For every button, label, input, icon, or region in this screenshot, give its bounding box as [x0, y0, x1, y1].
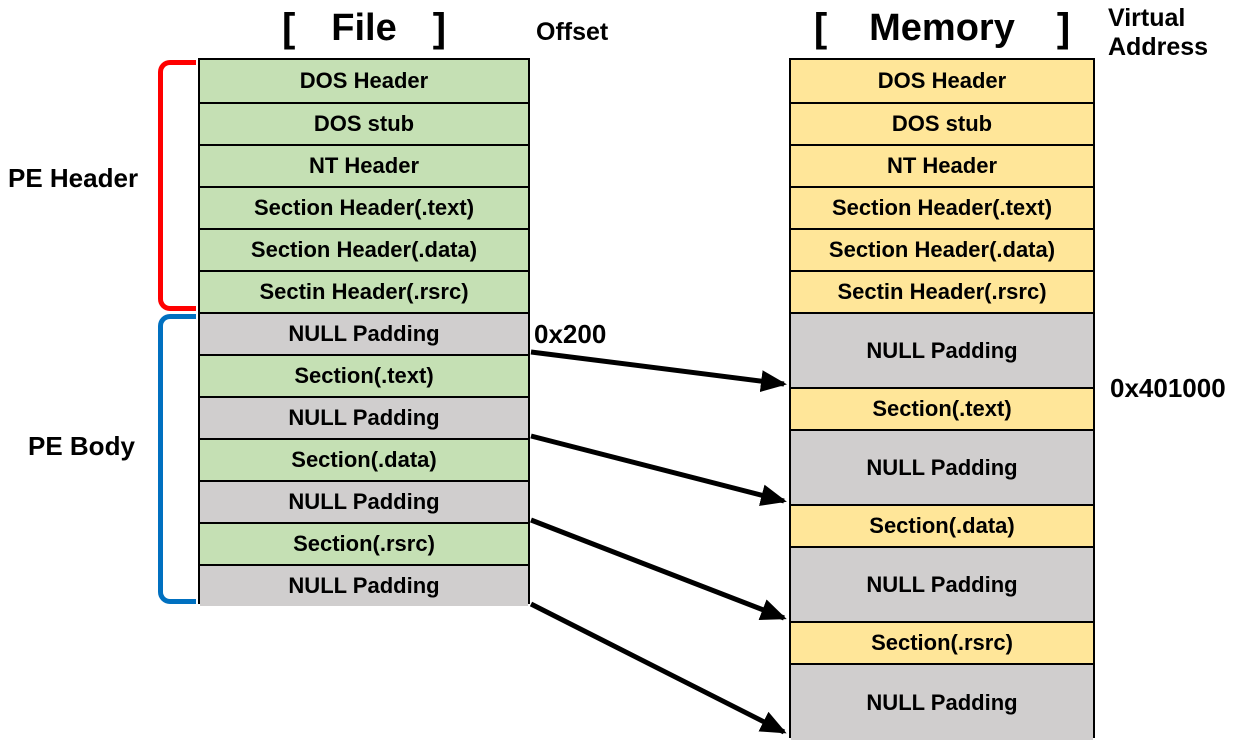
file-row-section-text: Section(.text) — [200, 354, 528, 396]
virtual-address-value: 0x401000 — [1110, 373, 1226, 403]
file-row-null-padding-2: NULL Padding — [200, 396, 528, 438]
offset-axis-label: Offset — [536, 18, 609, 46]
file-row-section-header-rsrc: Sectin Header(.rsrc) — [200, 270, 528, 312]
file-row-section-header-data: Section Header(.data) — [200, 228, 528, 270]
arrow-file-end — [529, 601, 787, 735]
memory-row-section-header-data: Section Header(.data) — [791, 228, 1093, 270]
file-title-close-bracket: ] — [432, 5, 447, 50]
memory-row-section-text: Section(.text) — [791, 387, 1093, 429]
file-row-dos-header: DOS Header — [200, 60, 528, 102]
file-row-null-padding-3: NULL Padding — [200, 480, 528, 522]
file-row-nt-header: NT Header — [200, 144, 528, 186]
memory-row-section-rsrc: Section(.rsrc) — [791, 621, 1093, 663]
memory-row-null-padding-1: NULL Padding — [791, 312, 1093, 387]
file-title-label: File — [331, 6, 397, 49]
file-title-open-bracket: [ — [281, 5, 296, 50]
memory-row-null-padding-4: NULL Padding — [791, 663, 1093, 740]
memory-title-close-bracket: ] — [1056, 5, 1071, 50]
pe-body-group-label: PE Body — [28, 431, 135, 461]
file-row-section-header-text: Section Header(.text) — [200, 186, 528, 228]
file-row-section-rsrc: Section(.rsrc) — [200, 522, 528, 564]
virtual-address-axis-label: Virtual Address — [1108, 4, 1209, 61]
file-row-section-data: Section(.data) — [200, 438, 528, 480]
memory-title-open-bracket: [ — [813, 5, 828, 50]
file-row-dos-stub: DOS stub — [200, 102, 528, 144]
memory-row-dos-header: DOS Header — [791, 60, 1093, 102]
file-box: DOS Header DOS stub NT Header Section He… — [198, 58, 530, 606]
memory-column-title: [ Memory ] — [789, 2, 1095, 54]
memory-box: DOS Header DOS stub NT Header Section He… — [789, 58, 1095, 740]
arrow-section-text — [530, 349, 787, 393]
memory-title-label: Memory — [869, 6, 1015, 49]
memory-row-null-padding-2: NULL Padding — [791, 429, 1093, 504]
file-row-null-padding-4: NULL Padding — [200, 564, 528, 606]
pe-header-group-label: PE Header — [8, 163, 139, 193]
pe-body-bracket — [158, 314, 196, 604]
file-offset-value: 0x200 — [534, 319, 607, 349]
memory-row-dos-stub: DOS stub — [791, 102, 1093, 144]
memory-row-null-padding-3: NULL Padding — [791, 546, 1093, 621]
arrow-section-rsrc — [530, 517, 787, 621]
memory-row-section-data: Section(.data) — [791, 504, 1093, 546]
memory-row-nt-header: NT Header — [791, 144, 1093, 186]
memory-row-section-header-text: Section Header(.text) — [791, 186, 1093, 228]
file-row-null-padding-1: NULL Padding — [200, 312, 528, 354]
memory-row-section-header-rsrc: Sectin Header(.rsrc) — [791, 270, 1093, 312]
pe-header-bracket — [158, 60, 196, 311]
arrow-section-data — [530, 433, 787, 506]
file-column-title: [ File ] — [198, 2, 530, 54]
